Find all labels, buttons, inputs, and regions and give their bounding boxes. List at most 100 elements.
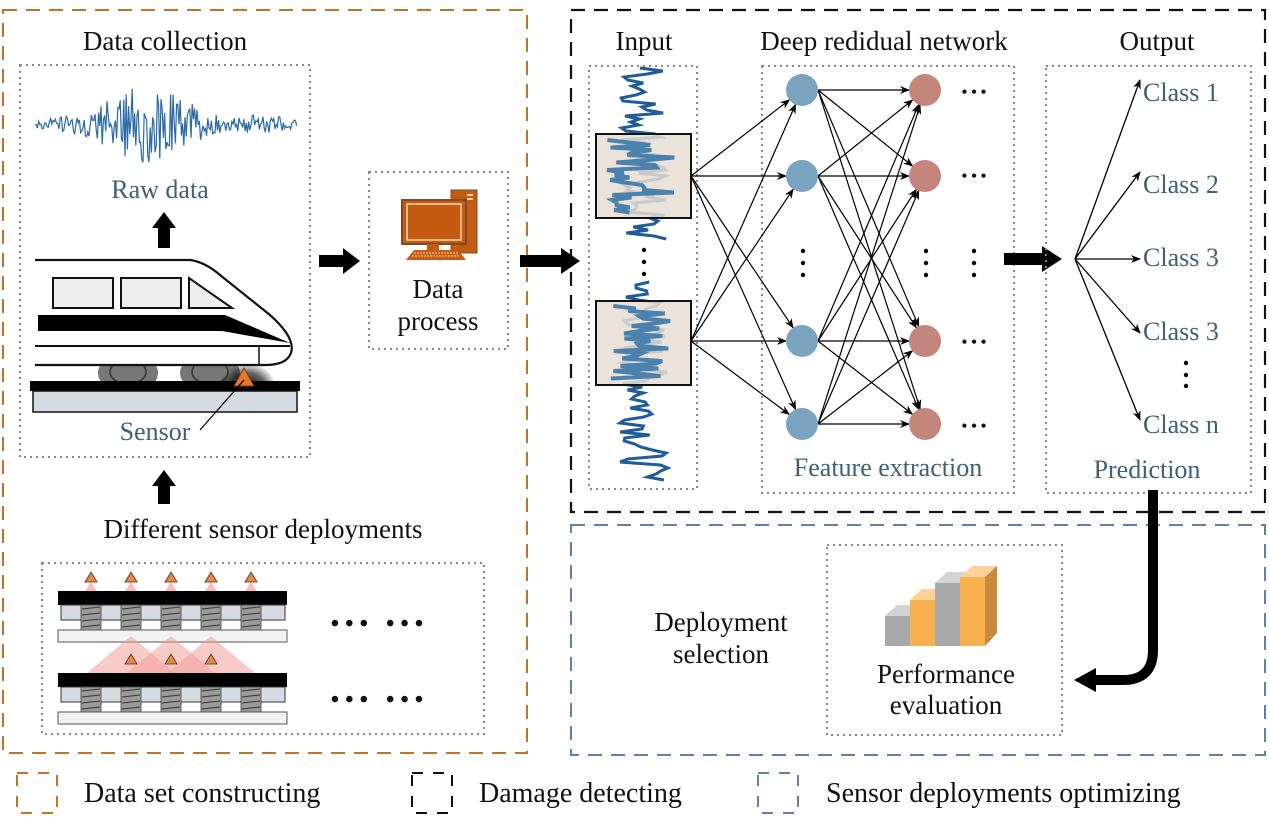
spring-coil <box>201 612 221 616</box>
class-arrow <box>1074 79 1141 260</box>
spring-coil <box>241 688 261 692</box>
prediction-label: Prediction <box>1094 455 1201 484</box>
spring-coil <box>121 624 141 628</box>
network-node <box>786 408 818 440</box>
sensor-coverage <box>245 582 257 591</box>
arrow-up-icon <box>152 212 176 248</box>
spring-coil <box>241 700 261 704</box>
spring-coil <box>161 700 181 704</box>
class-arrow <box>1074 258 1141 421</box>
arrow-right-to-output-icon <box>1004 246 1062 272</box>
network-edge <box>817 188 917 342</box>
spring-coil <box>201 624 221 628</box>
network-node <box>786 325 818 357</box>
spring-coil <box>81 624 101 628</box>
sensor-label: Sensor <box>120 417 191 446</box>
node-ellipsis-3: • • • <box>962 334 987 351</box>
spring-coil <box>201 606 221 610</box>
input-window-signal-2 <box>610 304 671 381</box>
network-node <box>786 160 818 192</box>
arrow-right-to-input-icon <box>520 248 580 274</box>
output-title: Output <box>1119 26 1195 56</box>
feature-extraction-label: Feature extraction <box>794 453 982 482</box>
spring-coil <box>161 694 181 698</box>
network-edge <box>817 189 920 425</box>
sensor-icon <box>204 571 218 583</box>
class-arrows <box>1074 79 1141 421</box>
spring-coil <box>161 624 181 628</box>
rail-bed <box>32 390 298 413</box>
spring-coil <box>81 612 101 616</box>
sensor-coverage <box>165 582 177 591</box>
spring-coil <box>161 612 181 616</box>
spring-coil <box>121 706 141 710</box>
sensor-icon <box>233 366 255 387</box>
network-edge <box>690 175 797 411</box>
network-connections <box>690 86 922 428</box>
network-node <box>786 74 818 106</box>
network-edge <box>817 89 920 328</box>
train-icon <box>35 258 293 393</box>
spring-coil <box>161 606 181 610</box>
class-label-3: Class 3 <box>1143 243 1219 272</box>
spring-coil <box>161 618 181 622</box>
spring-coil <box>81 688 101 692</box>
spring-coil <box>241 618 261 622</box>
network-edge <box>817 99 914 177</box>
class-label-4: Class 3 <box>1143 317 1219 346</box>
sensor-icon <box>84 571 98 583</box>
network-edge <box>817 350 914 425</box>
sensor-icon <box>164 653 178 665</box>
legend-label-optimizing: Sensor deployments optimizing <box>826 778 1181 809</box>
group-frame-sensor-optimizing <box>570 524 1266 756</box>
class-label-1: Class 1 <box>1143 78 1219 107</box>
sensor-icon <box>164 571 178 583</box>
data-collection-box <box>19 64 311 458</box>
class-arrow <box>1074 171 1141 260</box>
network-node <box>909 160 941 192</box>
sensor-coverage <box>125 582 137 591</box>
network-title: Deep redidual network <box>760 26 1008 56</box>
input-window-signal-1 <box>605 138 675 215</box>
sensor-icon <box>204 653 218 665</box>
spring-coil <box>201 694 221 698</box>
spring-coil <box>81 618 101 622</box>
network-edge <box>817 175 920 411</box>
rail <box>58 591 287 605</box>
class-vertical-ellipsis <box>1183 360 1189 389</box>
sensor-icon <box>124 653 138 665</box>
network-edge <box>690 99 791 177</box>
raw-signal-waveform <box>34 88 298 163</box>
network-box <box>761 65 1015 494</box>
arrow-right-icon <box>319 248 360 274</box>
base-slab <box>57 711 288 725</box>
network-node <box>909 408 941 440</box>
computer-icon <box>401 189 478 260</box>
spring-coil <box>81 694 101 698</box>
class-arrow <box>1074 258 1141 334</box>
deployments-box <box>41 562 485 735</box>
spring-coil <box>121 694 141 698</box>
deployment-selection-line1: Deployment <box>654 607 788 637</box>
spring-coil <box>201 618 221 622</box>
input-window-2-border <box>595 300 692 386</box>
network-edge <box>817 103 920 342</box>
class-label-n: Class n <box>1143 410 1219 439</box>
deployment-selection-line2: selection <box>673 639 769 669</box>
network-edge <box>690 103 797 342</box>
sensor-coverage <box>85 582 97 591</box>
input-vertical-ellipsis <box>641 247 647 277</box>
spring-coil <box>241 624 261 628</box>
network-edge <box>690 340 791 415</box>
sensor-icon <box>124 571 138 583</box>
data-process-label-line1: Data <box>413 274 464 304</box>
data-process-box <box>368 171 509 350</box>
output-box <box>1045 65 1252 494</box>
node-ellipsis-4: • • • <box>962 418 987 435</box>
spring-coil <box>241 606 261 610</box>
legend-label-damage: Damage detecting <box>479 778 682 809</box>
legend: Data set constructing Damage detecting S… <box>16 772 1181 814</box>
performance-label-line1: Performance <box>877 659 1015 689</box>
network-edge <box>817 340 914 415</box>
